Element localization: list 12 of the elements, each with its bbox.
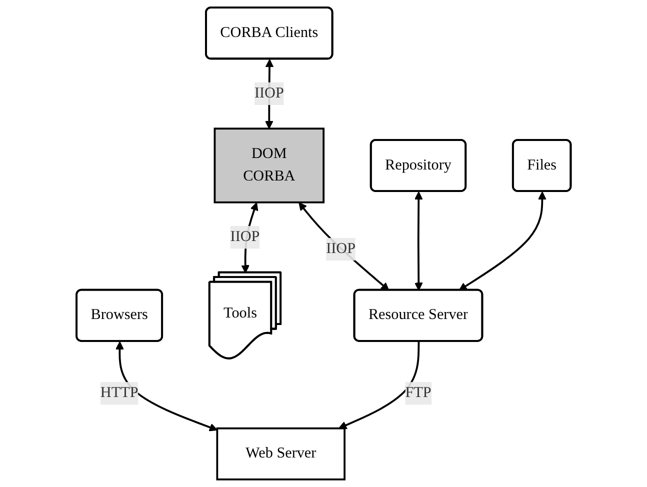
edge-label: IIOP	[230, 228, 260, 245]
arrow	[338, 341, 420, 430]
node-box: Web Server	[216, 427, 346, 480]
edge-label: FTP	[405, 384, 432, 401]
arrow	[115, 341, 218, 432]
arrow	[458, 192, 546, 291]
arrow	[298, 202, 390, 291]
node-box: DOM CORBA	[214, 128, 324, 204]
arrow	[414, 192, 423, 291]
edge-label: HTTP	[100, 384, 138, 401]
edge-label: IIOP	[326, 240, 356, 257]
edge-label: IIOP	[254, 85, 284, 102]
